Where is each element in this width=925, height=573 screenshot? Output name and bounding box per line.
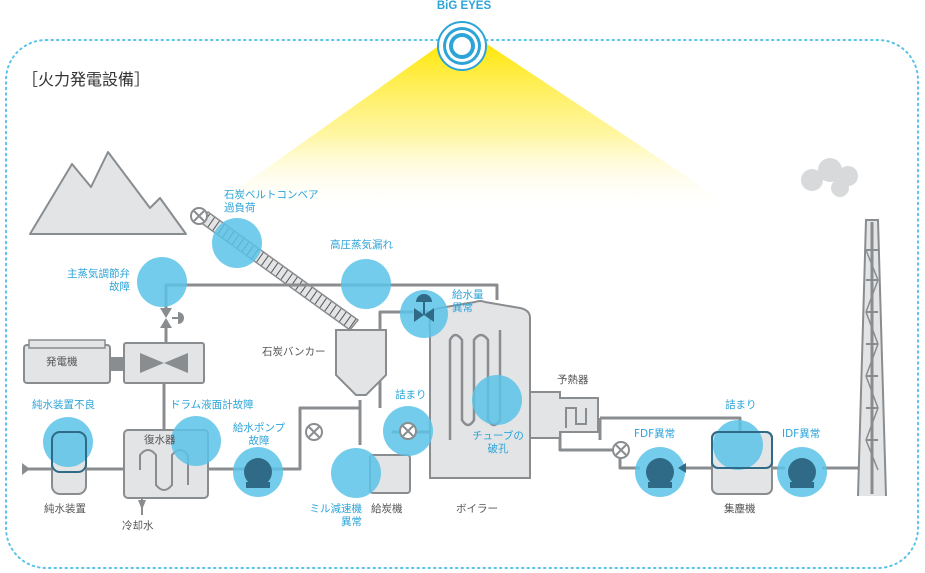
fdf-fan-icon: [646, 458, 686, 488]
boiler-label: ボイラー: [456, 503, 498, 515]
alert-marker[interactable]: [713, 420, 763, 470]
coal-pile-mountain: [29, 151, 187, 235]
pure-water-tank-outline: [51, 431, 87, 473]
alert-marker[interactable]: [331, 448, 381, 498]
alert-label-idf: IDF異常: [782, 428, 821, 440]
turbine: [123, 342, 205, 384]
brand-name: BiG EYES: [436, 0, 492, 12]
generator: [23, 339, 124, 384]
preheater-label: 予熱器: [557, 374, 589, 386]
alert-label-drum-level: ドラム液面計故障: [170, 399, 254, 411]
alert-marker[interactable]: [43, 417, 93, 467]
alert-label-tube-rupture: チューブの破孔: [472, 430, 524, 455]
brand-logo-text: AI: [457, 41, 467, 50]
valve-icon: [612, 441, 630, 459]
big-eyes-logo-icon: [437, 21, 487, 71]
alert-label-feed-pump: 給水ポンプ故障: [232, 422, 286, 447]
valve-icon: [305, 423, 323, 441]
alert-label-mill-reducer: ミル減速機異常: [309, 503, 363, 528]
coal-bunker-label: 石炭バンカー: [262, 346, 326, 358]
idf-fan-icon: [788, 458, 816, 488]
coal-feeder-label: 給炭機: [371, 503, 403, 515]
dust-collector-label: 集塵機: [724, 503, 756, 515]
cooling-water-label: 冷却水: [122, 520, 154, 532]
feed-pump-icon: [244, 458, 272, 488]
facility-boundary: [5, 39, 919, 569]
chimney: [857, 219, 887, 497]
alert-label-fdf: FDF異常: [634, 428, 676, 440]
alert-label-clog-collector: 詰まり: [725, 399, 757, 411]
smoke-cloud: [801, 158, 858, 197]
feedwater-valve-icon: [414, 294, 434, 322]
pure-water-unit-label: 純水装置: [44, 503, 86, 515]
alert-label-main-steam-valve: 主蒸気調節弁故障: [67, 268, 130, 293]
alert-marker[interactable]: [341, 259, 391, 309]
collector-top-outline: [711, 431, 773, 469]
coal-bunker: [335, 329, 387, 396]
alert-marker[interactable]: [212, 218, 262, 268]
alert-marker[interactable]: [137, 257, 187, 307]
alert-marker[interactable]: [472, 375, 522, 425]
alert-label-hp-steam-leak: 高圧蒸気漏れ: [330, 239, 393, 251]
generator-label: 発電機: [46, 356, 78, 368]
preheater: [529, 391, 599, 439]
valve-icon: [190, 207, 208, 225]
alert-label-feedwater: 給水量異常: [452, 289, 484, 314]
alert-label-clog-feeder: 詰まり: [395, 389, 427, 401]
alert-marker[interactable]: [171, 416, 221, 466]
main-steam-valve-icon: [160, 308, 184, 328]
alert-label-pure-water: 純水装置不良: [32, 399, 95, 411]
alert-label-coal-conveyor: 石炭ベルトコンベア過負荷: [224, 189, 319, 214]
valve-icon: [399, 422, 417, 440]
condenser-label: 復水器: [144, 434, 176, 446]
surveillance-beam: [205, 40, 740, 212]
section-title: ［火力発電設備］: [22, 70, 151, 89]
